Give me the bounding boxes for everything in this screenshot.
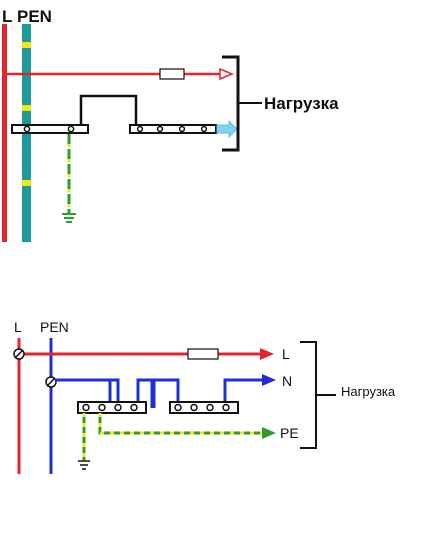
top-load-label: Нагрузка [264,94,339,113]
bottom-terminal-block-1 [77,401,147,414]
top-ground-icon [62,213,76,223]
top-terminal-screws-1 [23,125,75,133]
top-neutral-arrow [216,119,238,139]
bottom-terminal-screws-2 [174,403,230,412]
bottom-neutral-wiring [55,378,262,408]
bottom-neutral-arrow [262,374,276,386]
top-label-pen: PEN [17,7,52,26]
bottom-load-label: Нагрузка [341,384,396,399]
bottom-load-bracket [300,341,317,449]
bottom-out-n: N [282,373,292,389]
bottom-diagram: L PEN [13,319,396,474]
top-fuse [159,68,185,80]
bottom-label-pen: PEN [40,319,69,335]
bottom-phase-arrow [260,348,274,360]
top-terminal-block-2 [129,124,217,134]
top-jumper [79,94,138,125]
bottom-pe-arrow [262,427,276,439]
top-diagram: L PEN [2,7,339,242]
bottom-fuse [187,348,219,360]
top-terminal-block-1 [11,124,89,134]
bottom-pe-wiring [82,413,262,460]
bottom-terminal-screws-1 [82,403,138,412]
bottom-terminal-block-2 [169,401,239,414]
top-phase-bus [2,24,7,242]
bottom-out-pe: PE [280,425,299,441]
top-phase-arrow [219,67,234,81]
bottom-label-l: L [14,319,22,335]
bottom-out-l: L [282,346,290,362]
top-pen-stripes [22,42,31,186]
top-terminal-screws-2 [136,125,208,133]
bottom-ground-icon [78,460,90,470]
top-label-l: L [2,7,12,26]
